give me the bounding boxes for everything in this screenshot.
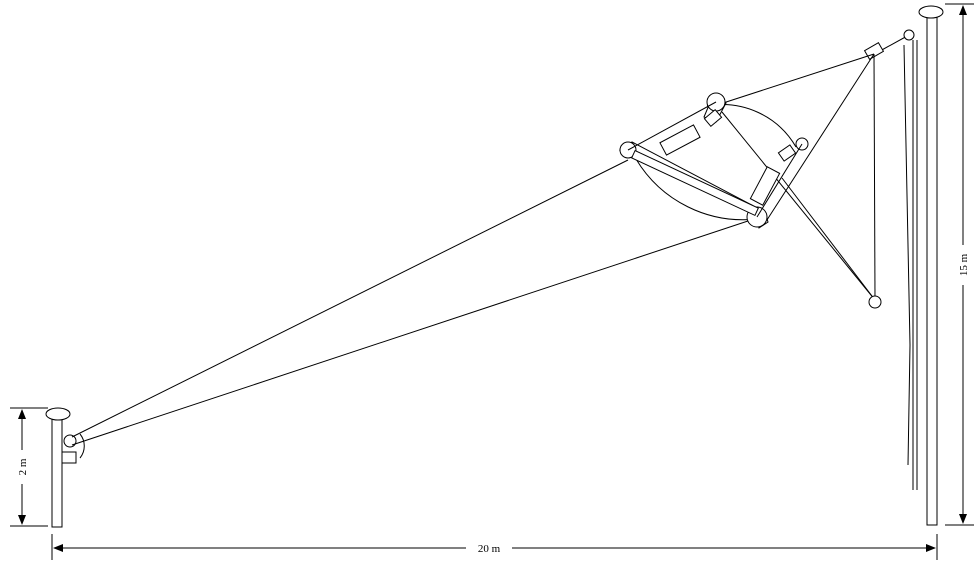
camera-rig — [618, 92, 809, 229]
left-pole — [45, 407, 71, 528]
left-pulley — [63, 434, 77, 448]
dimension-left-height: 2 m — [10, 407, 48, 527]
right-pole-cap — [918, 5, 944, 19]
dimension-right-height: 15 m — [945, 3, 974, 526]
top-right-pulley — [903, 29, 915, 41]
rig-main-bar — [631, 149, 759, 217]
left-anchor-block — [61, 451, 77, 464]
right-pole — [903, 5, 944, 526]
cable-junction-pulley — [868, 295, 882, 309]
left-pole-cap — [45, 407, 71, 421]
rig-upper-bracket — [703, 108, 723, 128]
right-pole-guide-cable — [903, 44, 911, 466]
rig-upper-arm — [659, 124, 701, 156]
main-cables — [71, 53, 876, 446]
horizontal-span-label: 20 m — [478, 543, 501, 555]
left-height-label: 2 m — [17, 458, 29, 475]
dimension-horizontal: 20 m — [51, 534, 938, 560]
left-anchor-pulley — [61, 433, 85, 464]
rig-arc-bottom — [635, 158, 758, 221]
rig-lower-bracket — [777, 144, 797, 162]
right-height-label: 15 m — [958, 253, 970, 276]
rig-lower-arm — [749, 166, 781, 206]
